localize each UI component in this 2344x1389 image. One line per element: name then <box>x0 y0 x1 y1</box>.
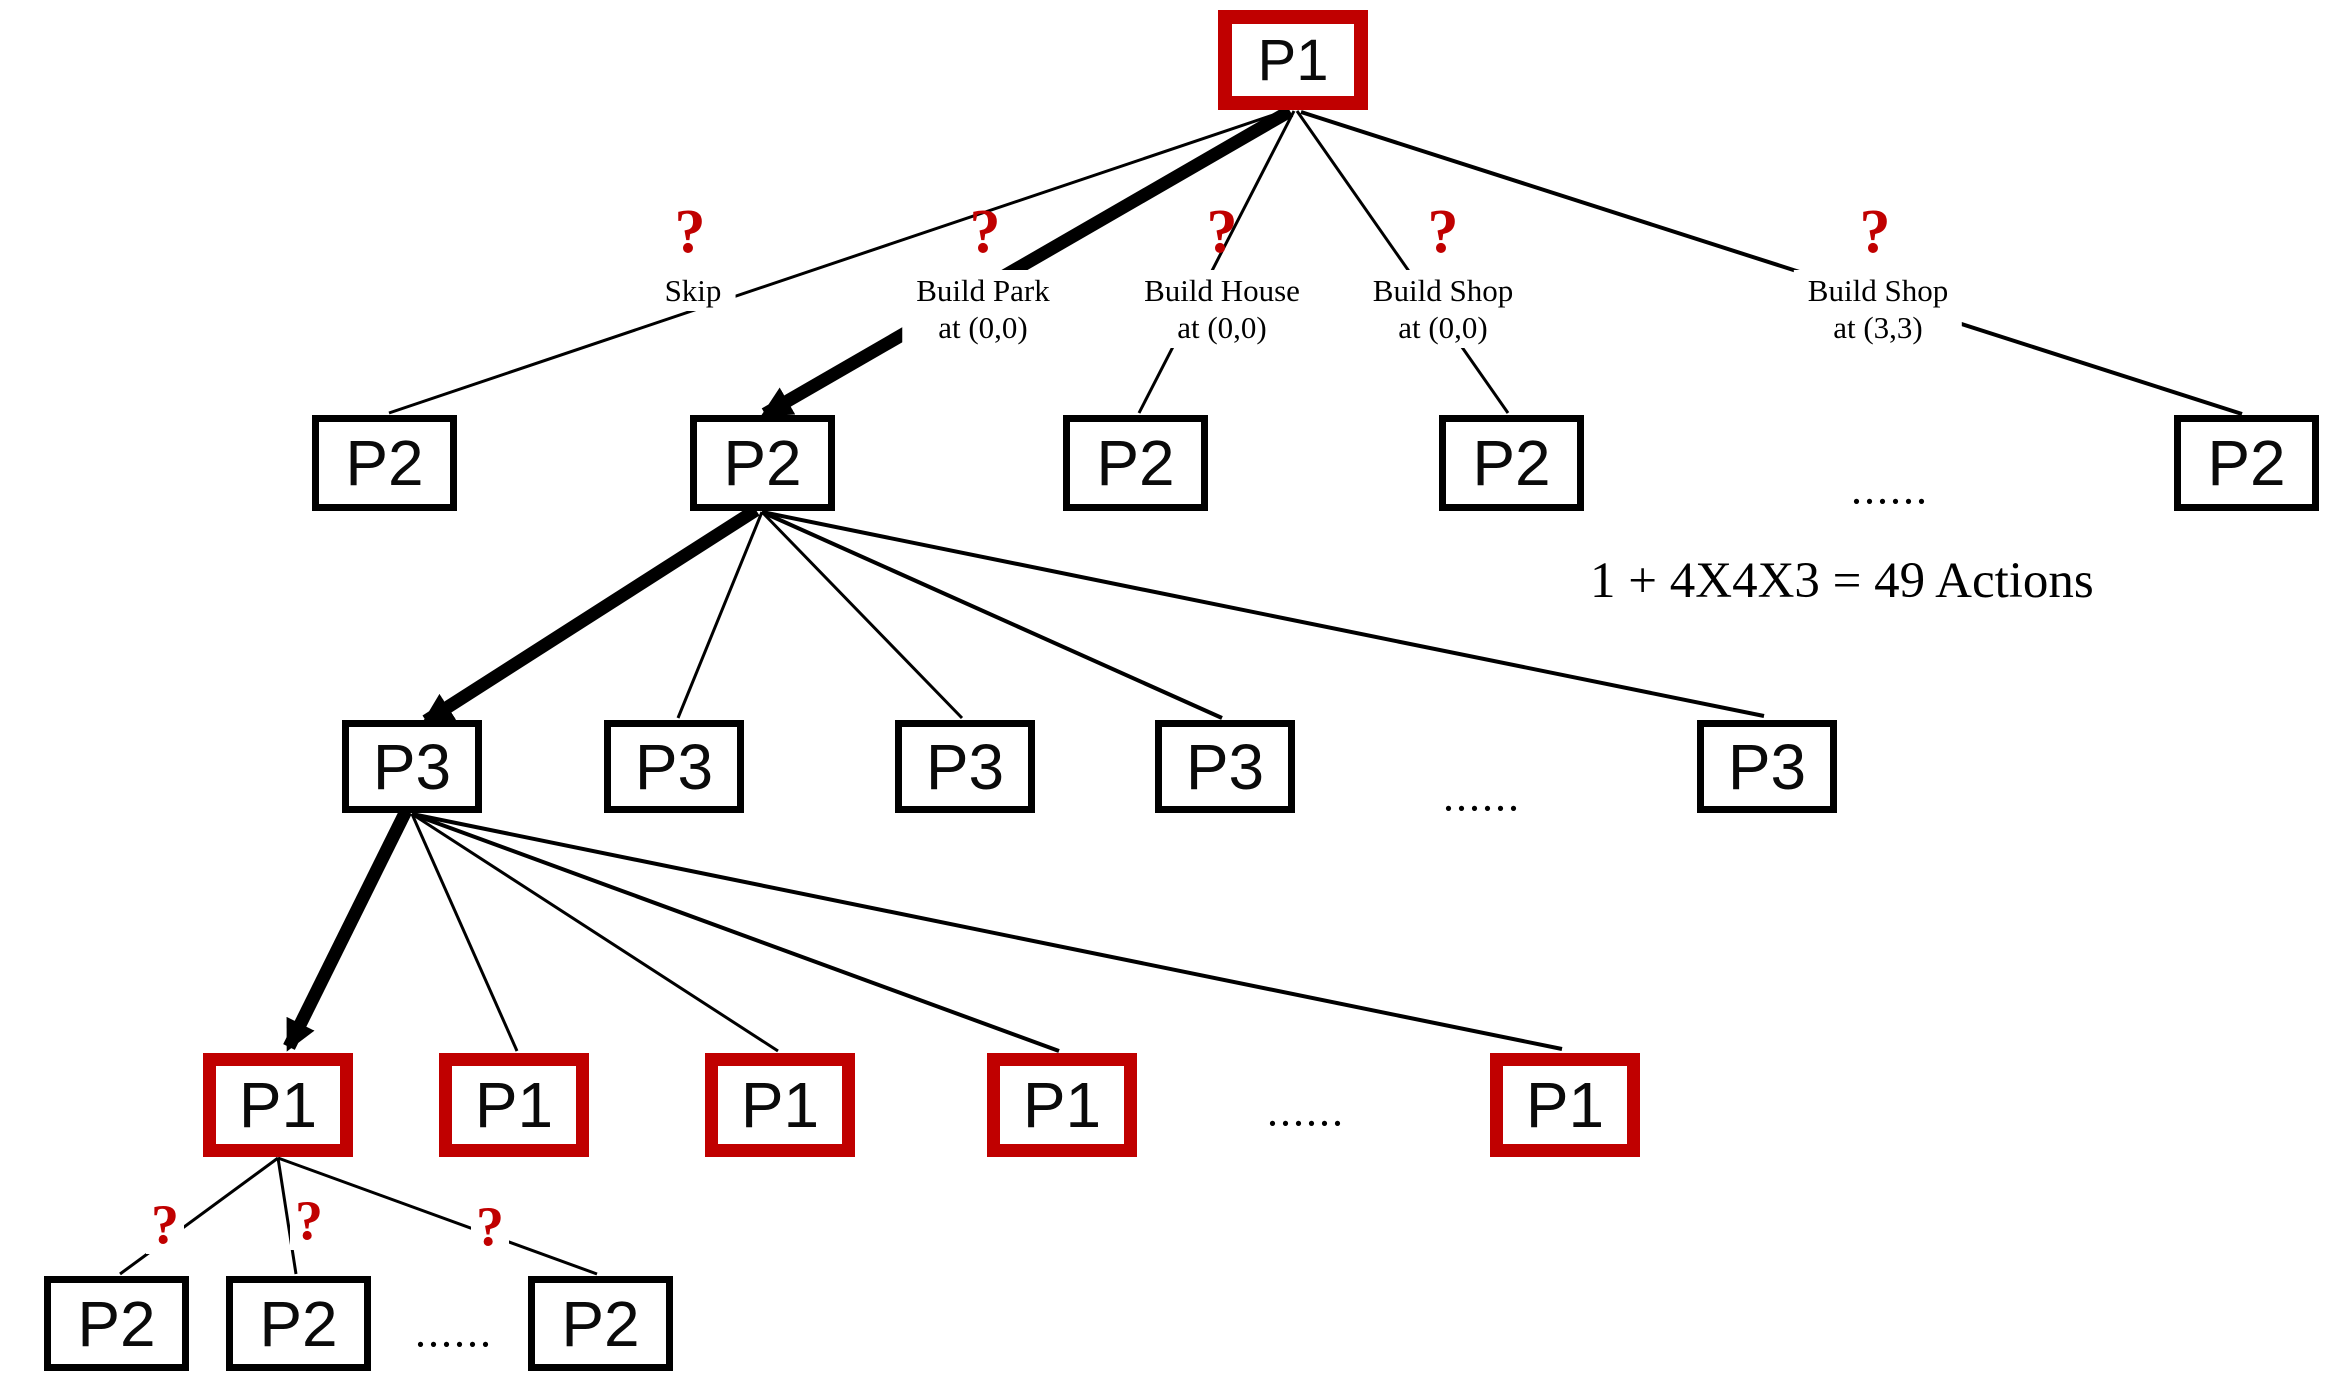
action-label-build-shop-33-line2: at (3,3) <box>1833 310 1923 345</box>
edge-l2-2-to-l3-3 <box>760 510 964 720</box>
node-l3-p3-3: P3 <box>895 720 1035 813</box>
action-label-build-house: Build House at (0,0) <box>1130 270 1314 348</box>
question-mark-build-park: ? <box>969 198 1001 266</box>
ellipsis-l2: ...... <box>1851 464 1929 514</box>
node-l3-p3-1: P3 <box>342 720 482 813</box>
node-l2-p2-2: P2 <box>690 415 835 511</box>
node-l2-p2-1: P2 <box>312 415 457 511</box>
node-l3-p3-5: P3 <box>1697 720 1837 813</box>
question-mark-bottom-3: ? <box>471 1198 509 1256</box>
node-l3-p3-2: P3 <box>604 720 744 813</box>
edge-l4-1-to-l5-2 <box>276 1157 298 1275</box>
edge-l2-2-to-l3-2 <box>676 511 764 719</box>
node-l2-p2-3: P2 <box>1063 415 1208 511</box>
question-mark-bottom-2: ? <box>290 1192 328 1250</box>
action-label-build-park: Build Park at (0,0) <box>902 270 1064 348</box>
ellipsis-l5: ...... <box>415 1307 493 1357</box>
node-l4-p1-4: P1 <box>987 1053 1137 1157</box>
node-l5-p2-1: P2 <box>44 1276 189 1371</box>
action-count-annotation: 1 + 4X4X3 = 49 Actions <box>1590 553 2094 609</box>
question-mark-build-shop-00: ? <box>1427 198 1459 266</box>
question-mark-build-shop-33: ? <box>1859 198 1891 266</box>
edge-selected-root-to-l2-2 <box>760 105 1294 420</box>
action-label-build-house-line2: at (0,0) <box>1177 310 1267 345</box>
action-label-build-shop-33-line1: Build Shop <box>1807 273 1949 308</box>
node-l4-p1-1: P1 <box>203 1053 353 1157</box>
edge-l2-2-to-l3-4 <box>761 510 1223 720</box>
action-label-build-house-line1: Build House <box>1144 273 1300 308</box>
edge-selected-l2-2-to-l3-1 <box>421 504 760 727</box>
action-label-build-shop-00-line2: at (0,0) <box>1398 310 1488 345</box>
edge-l2-2-to-l3-5 <box>761 510 1765 718</box>
ellipsis-l3: ...... <box>1443 771 1521 821</box>
node-l4-p1-5: P1 <box>1490 1053 1640 1157</box>
node-l2-p2-5: P2 <box>2174 415 2319 511</box>
question-mark-skip: ? <box>674 198 706 266</box>
edge-l3-1-to-l4-3 <box>411 812 779 1053</box>
question-mark-build-house: ? <box>1206 198 1238 266</box>
edge-root-to-l2-4 <box>1295 110 1510 414</box>
node-l5-p2-3: P2 <box>528 1276 673 1371</box>
question-mark-bottom-1: ? <box>146 1196 184 1254</box>
edge-l4-1-to-l5-3 <box>277 1156 598 1276</box>
edge-l3-1-to-l4-4 <box>411 812 1060 1053</box>
node-root-p1: P1 <box>1218 10 1368 110</box>
action-label-build-park-line1: Build Park <box>916 273 1050 308</box>
action-label-skip: Skip <box>650 270 736 311</box>
ellipsis-l4: ...... <box>1267 1086 1345 1136</box>
edge-selected-l3-1-to-l4-1 <box>283 808 412 1052</box>
node-l5-p2-2: P2 <box>226 1276 371 1371</box>
node-l4-p1-2: P1 <box>439 1053 589 1157</box>
node-l4-p1-3: P1 <box>705 1053 855 1157</box>
node-l2-p2-4: P2 <box>1439 415 1584 511</box>
edge-root-to-l2-5 <box>1300 110 2243 416</box>
action-label-build-park-line2: at (0,0) <box>938 310 1028 345</box>
action-label-build-shop-00-line1: Build Shop <box>1372 273 1514 308</box>
edge-l4-1-to-l5-1 <box>119 1156 279 1276</box>
edge-root-to-l2-1 <box>388 109 1286 415</box>
action-label-skip-line1: Skip <box>664 273 722 308</box>
node-l3-p3-4: P3 <box>1155 720 1295 813</box>
edge-l3-1-to-l4-2 <box>410 813 519 1052</box>
action-label-build-shop-33: Build Shop at (3,3) <box>1793 270 1963 348</box>
edge-root-to-l2-3 <box>1137 110 1296 414</box>
action-label-build-shop-00: Build Shop at (0,0) <box>1358 270 1528 348</box>
edge-l3-1-to-l4-5 <box>411 812 1563 1051</box>
